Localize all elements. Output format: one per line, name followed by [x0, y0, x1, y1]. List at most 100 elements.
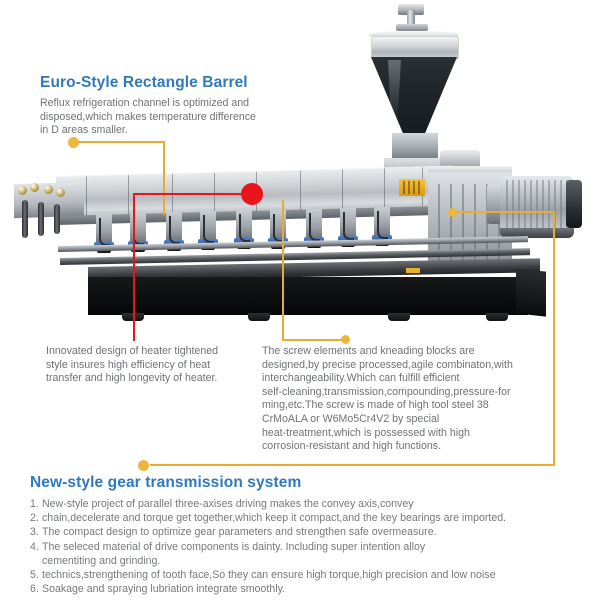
motor-end-cap — [566, 180, 582, 228]
gear-item-number: 1. — [30, 498, 39, 510]
gearbox-callout-dot — [448, 208, 457, 217]
heater-cable — [309, 212, 320, 241]
gear-item-text: The compact design to optimize gear para… — [42, 526, 437, 539]
gear-item-number: 4. — [30, 540, 39, 553]
screw-leader-vertical — [282, 200, 284, 341]
heater-cable — [239, 214, 250, 243]
motor-cooling-fin — [524, 180, 526, 228]
die-head-pipe — [22, 200, 28, 238]
hopper-drive-motor-icon — [398, 4, 424, 15]
motor-cooling-fin — [512, 180, 514, 228]
drive-motor — [500, 176, 574, 232]
motor-cooling-fin — [560, 180, 562, 228]
machine-base-frame — [88, 277, 528, 321]
motor-cooling-fin — [548, 180, 550, 228]
heater-leader-vertical — [133, 193, 135, 341]
screw-leader-horizontal — [282, 339, 344, 341]
yellow-terminal-plate — [399, 179, 425, 196]
die-head-pipe — [38, 202, 44, 236]
screw-body: The screw elements and kneading blocks a… — [262, 345, 560, 454]
gearbox-cooling-fin — [486, 184, 488, 264]
gear-item-number: 2. — [30, 512, 39, 525]
hopper-top-rim — [369, 31, 459, 39]
hopper-mast — [407, 10, 415, 36]
motor-cooling-fin — [542, 180, 544, 228]
motor-shadow — [500, 228, 574, 238]
hopper-cone — [371, 57, 457, 135]
section-gear-transmission: New-style gear transmission system 1.New… — [30, 474, 575, 596]
gear-feature-item: 4.The seleced material of drive componen… — [30, 540, 575, 554]
gear-feature-item: 6.Soakage and spraying lubriation integr… — [30, 582, 575, 596]
motor-cooling-fin — [506, 180, 508, 228]
gear-feature-item: 1.New-style project of parallel three-ax… — [30, 497, 575, 511]
extruder-machine-photo — [14, 4, 582, 321]
base-right-end — [516, 268, 546, 317]
gear-leader-bottom — [150, 464, 555, 466]
screw-line-3: interchangeability.Which can fulfill eff… — [262, 372, 460, 385]
gear-item-continuation-text: cementiting and grinding. — [42, 554, 161, 567]
heater-body: Innovated design of heater tightened sty… — [46, 345, 260, 386]
barrel-line-3: in D areas smaller. — [40, 124, 128, 137]
yellow-base-marker — [406, 268, 420, 273]
screw-line-4: self-cleaning,transmission,compounding,p… — [262, 385, 511, 398]
gearbox-cooling-fin — [498, 184, 500, 264]
gear-item-text: Soakage and spraying lubriation integrat… — [42, 583, 286, 596]
screw-line-7: heat-treatment,which is possessed with h… — [262, 426, 470, 439]
barrel-line-1: Reflux refrigeration channel is optimize… — [40, 97, 250, 109]
screw-line-6: CrMoALA or W6Mo5Cr4V2 by special — [262, 412, 440, 425]
gear-item-text: The seleced material of drive components… — [42, 540, 426, 553]
screw-line-1: The screw elements and kneading blocks a… — [262, 345, 475, 357]
die-head-bolt — [44, 185, 53, 194]
heater-cable — [169, 216, 180, 245]
barrel-heading: Euro-Style Rectangle Barrel — [40, 74, 248, 91]
gearbox-cooling-fin — [438, 184, 440, 264]
heater-cable — [377, 210, 388, 239]
heater-line-3: transfer and high longevity of heater. — [46, 372, 218, 385]
gear-feature-item: 2.chain,decelerate and torque get togeth… — [30, 511, 575, 525]
die-head-bolt — [18, 186, 27, 195]
heater-cable — [343, 211, 354, 240]
gear-feature-item: 5.technics,strengthening of tooth face,S… — [30, 568, 575, 582]
barrel-leader-vertical — [163, 141, 165, 215]
screw-callout-dot — [341, 335, 350, 344]
die-head-bolt — [56, 188, 65, 197]
barrel-leader-horizontal — [78, 141, 165, 143]
gear-heading: New-style gear transmission system — [30, 474, 302, 491]
callout-screw-elements: The screw elements and kneading blocks a… — [262, 345, 560, 454]
hopper-cylinder — [371, 36, 459, 60]
gear-item-text: New-style project of parallel three-axis… — [42, 498, 414, 510]
screw-line-8: corrosion-resistant and high functions. — [262, 440, 442, 453]
gear-feature-list: 1.New-style project of parallel three-ax… — [30, 497, 575, 596]
gearbox-cooling-fin — [450, 184, 452, 264]
motor-cooling-fin — [518, 180, 520, 228]
barrel-line-2: disposed,which makes temperature differe… — [40, 110, 256, 123]
heater-leader-horizontal — [133, 193, 245, 195]
gearbox-top — [428, 166, 512, 175]
gear-feature-item: 3.The compact design to optimize gear pa… — [30, 525, 575, 539]
motor-cooling-fin — [554, 180, 556, 228]
gear-item-text: chain,decelerate and torque get together… — [42, 512, 507, 525]
gearbox-cooling-fin — [462, 184, 464, 264]
gear-callout-dot — [138, 460, 149, 471]
hopper-clamp-ring — [396, 24, 428, 31]
die-head-bolt — [30, 183, 39, 192]
hopper-cone-highlight — [388, 60, 401, 122]
heater-line-1: Innovated design of heater tightened — [46, 345, 218, 357]
heater-cable — [203, 215, 214, 244]
gear-leader-vertical-right — [553, 211, 555, 466]
gearbox-cooling-fin — [474, 184, 476, 264]
gearbox-leader-horizontal — [456, 211, 555, 213]
heater-marker-dot — [241, 183, 263, 205]
screw-line-5: ming,etc.The screw is made of high tool … — [262, 399, 489, 412]
motor-cooling-fin — [536, 180, 538, 228]
motor-cooling-fin — [530, 180, 532, 228]
die-head-pipe — [54, 204, 60, 234]
screw-line-2: designed,by precise processed,agile comb… — [262, 358, 513, 371]
callout-heater: Innovated design of heater tightened sty… — [46, 345, 260, 386]
barrel-body: Reflux refrigeration channel is optimize… — [40, 97, 292, 138]
callout-barrel: Euro-Style Rectangle Barrel Reflux refri… — [40, 74, 292, 138]
gear-item-text: technics,strengthening of tooth face,So … — [42, 569, 496, 582]
heater-cable — [99, 218, 110, 246]
gear-item-number: 3. — [30, 526, 39, 539]
